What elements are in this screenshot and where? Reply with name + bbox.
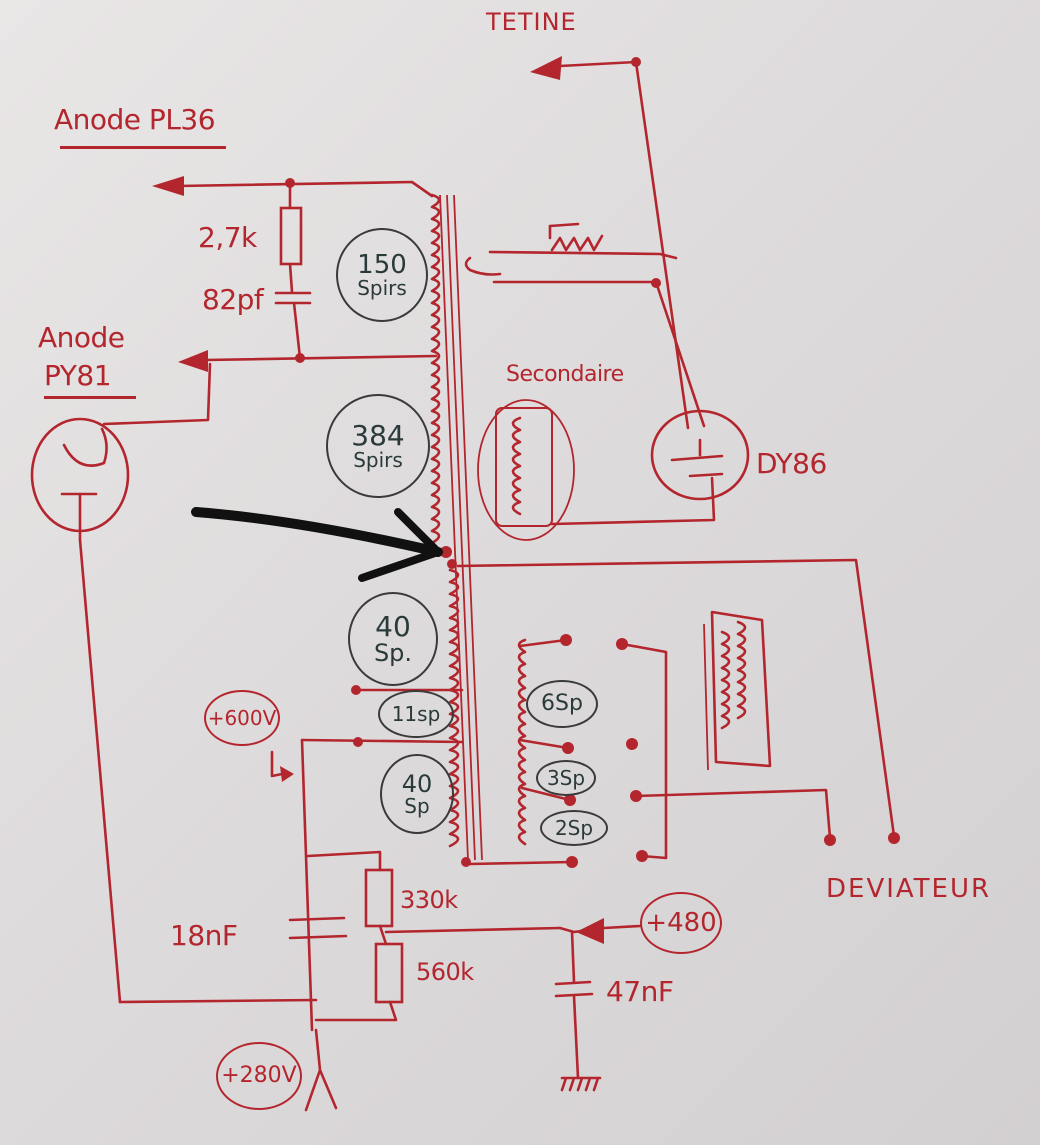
winding-384-unit: Spirs <box>353 448 403 472</box>
capacitor-47nf <box>554 980 594 998</box>
supply-280v: +280V <box>216 1042 302 1110</box>
secondaire-winding <box>477 399 575 541</box>
label-secondaire: Secondaire <box>506 362 624 387</box>
deviateur-yoke <box>703 610 772 771</box>
tap-point <box>440 546 452 558</box>
supply-280v-label: +280V <box>221 1063 297 1088</box>
label-anode-pl36: Anode PL36 <box>54 103 216 136</box>
label-82pf: 82pf <box>202 283 264 316</box>
label-anode-py81-line1: Anode <box>38 321 125 354</box>
supply-600v: +600V <box>204 690 280 746</box>
label-18nf: 18nF <box>170 919 238 952</box>
label-47nf: 47nF <box>606 975 674 1008</box>
tetine-arrow <box>530 56 562 80</box>
winding-150-spirs: 150 Spirs <box>336 228 428 322</box>
wire-anode-pl36 <box>176 180 434 198</box>
winding-3-count: 3Sp <box>546 766 586 790</box>
anode-py81-arrow <box>178 350 208 372</box>
winding-384-spirs: 384 Spirs <box>326 394 430 498</box>
annotation-arrow <box>191 507 443 582</box>
underline-anode-py81 <box>44 396 136 399</box>
winding-40-sp-upper: 40 Sp. <box>348 592 438 686</box>
label-anode-py81-line2: PY81 <box>44 359 112 392</box>
tap-switch-bank <box>468 634 836 868</box>
winding-150-unit: Spirs <box>357 276 407 300</box>
supply-480v-label: +480 <box>645 908 717 938</box>
winding-3-sp: 3Sp <box>536 760 596 796</box>
deflection-coil <box>517 638 527 846</box>
winding-40a-count: 40 <box>375 610 411 643</box>
underline-anode-pl36 <box>60 146 226 149</box>
winding-40b-count: 40 <box>401 770 433 798</box>
winding-2-count: 2Sp <box>554 816 594 840</box>
resistor-2k7 <box>279 206 303 266</box>
primary-coil-upper <box>430 193 441 545</box>
winding-150-count: 150 <box>357 250 407 280</box>
dy86-tube <box>650 409 750 501</box>
label-2k7: 2,7k <box>198 221 257 254</box>
wire-anode-py81 <box>204 354 438 362</box>
label-560k: 560k <box>416 958 474 986</box>
label-330k: 330k <box>400 886 458 914</box>
supply-600v-label: +600V <box>207 706 277 730</box>
label-deviateur: DEVIATEUR <box>826 874 992 904</box>
capacitor-82pf <box>274 291 312 305</box>
winding-40-sp-lower: 40 Sp <box>380 754 454 834</box>
winding-384-count: 384 <box>351 419 405 452</box>
supply-480v: +480 <box>640 892 722 954</box>
winding-40a-unit: Sp. <box>373 639 413 667</box>
winding-2-sp: 2Sp <box>540 810 608 846</box>
winding-6-count: 6Sp <box>541 691 583 716</box>
winding-6-sp: 6Sp <box>526 680 598 728</box>
capacitor-18nf <box>288 916 348 940</box>
winding-40b-unit: Sp <box>404 794 430 818</box>
py81-tube <box>30 417 130 542</box>
wire-supply-rail <box>300 738 314 1032</box>
winding-11-sp: 11sp <box>378 690 454 738</box>
heater-resistor <box>550 234 604 252</box>
label-dy86: DY86 <box>756 447 827 480</box>
winding-11-count: 11sp <box>391 702 441 726</box>
label-tetine: TETINE <box>486 8 577 36</box>
transformer-core <box>439 194 483 861</box>
resistor-330k <box>364 868 394 928</box>
resistor-560k <box>374 942 404 1004</box>
anode-pl36-arrow <box>152 176 184 196</box>
ground-symbol <box>560 1076 602 1092</box>
